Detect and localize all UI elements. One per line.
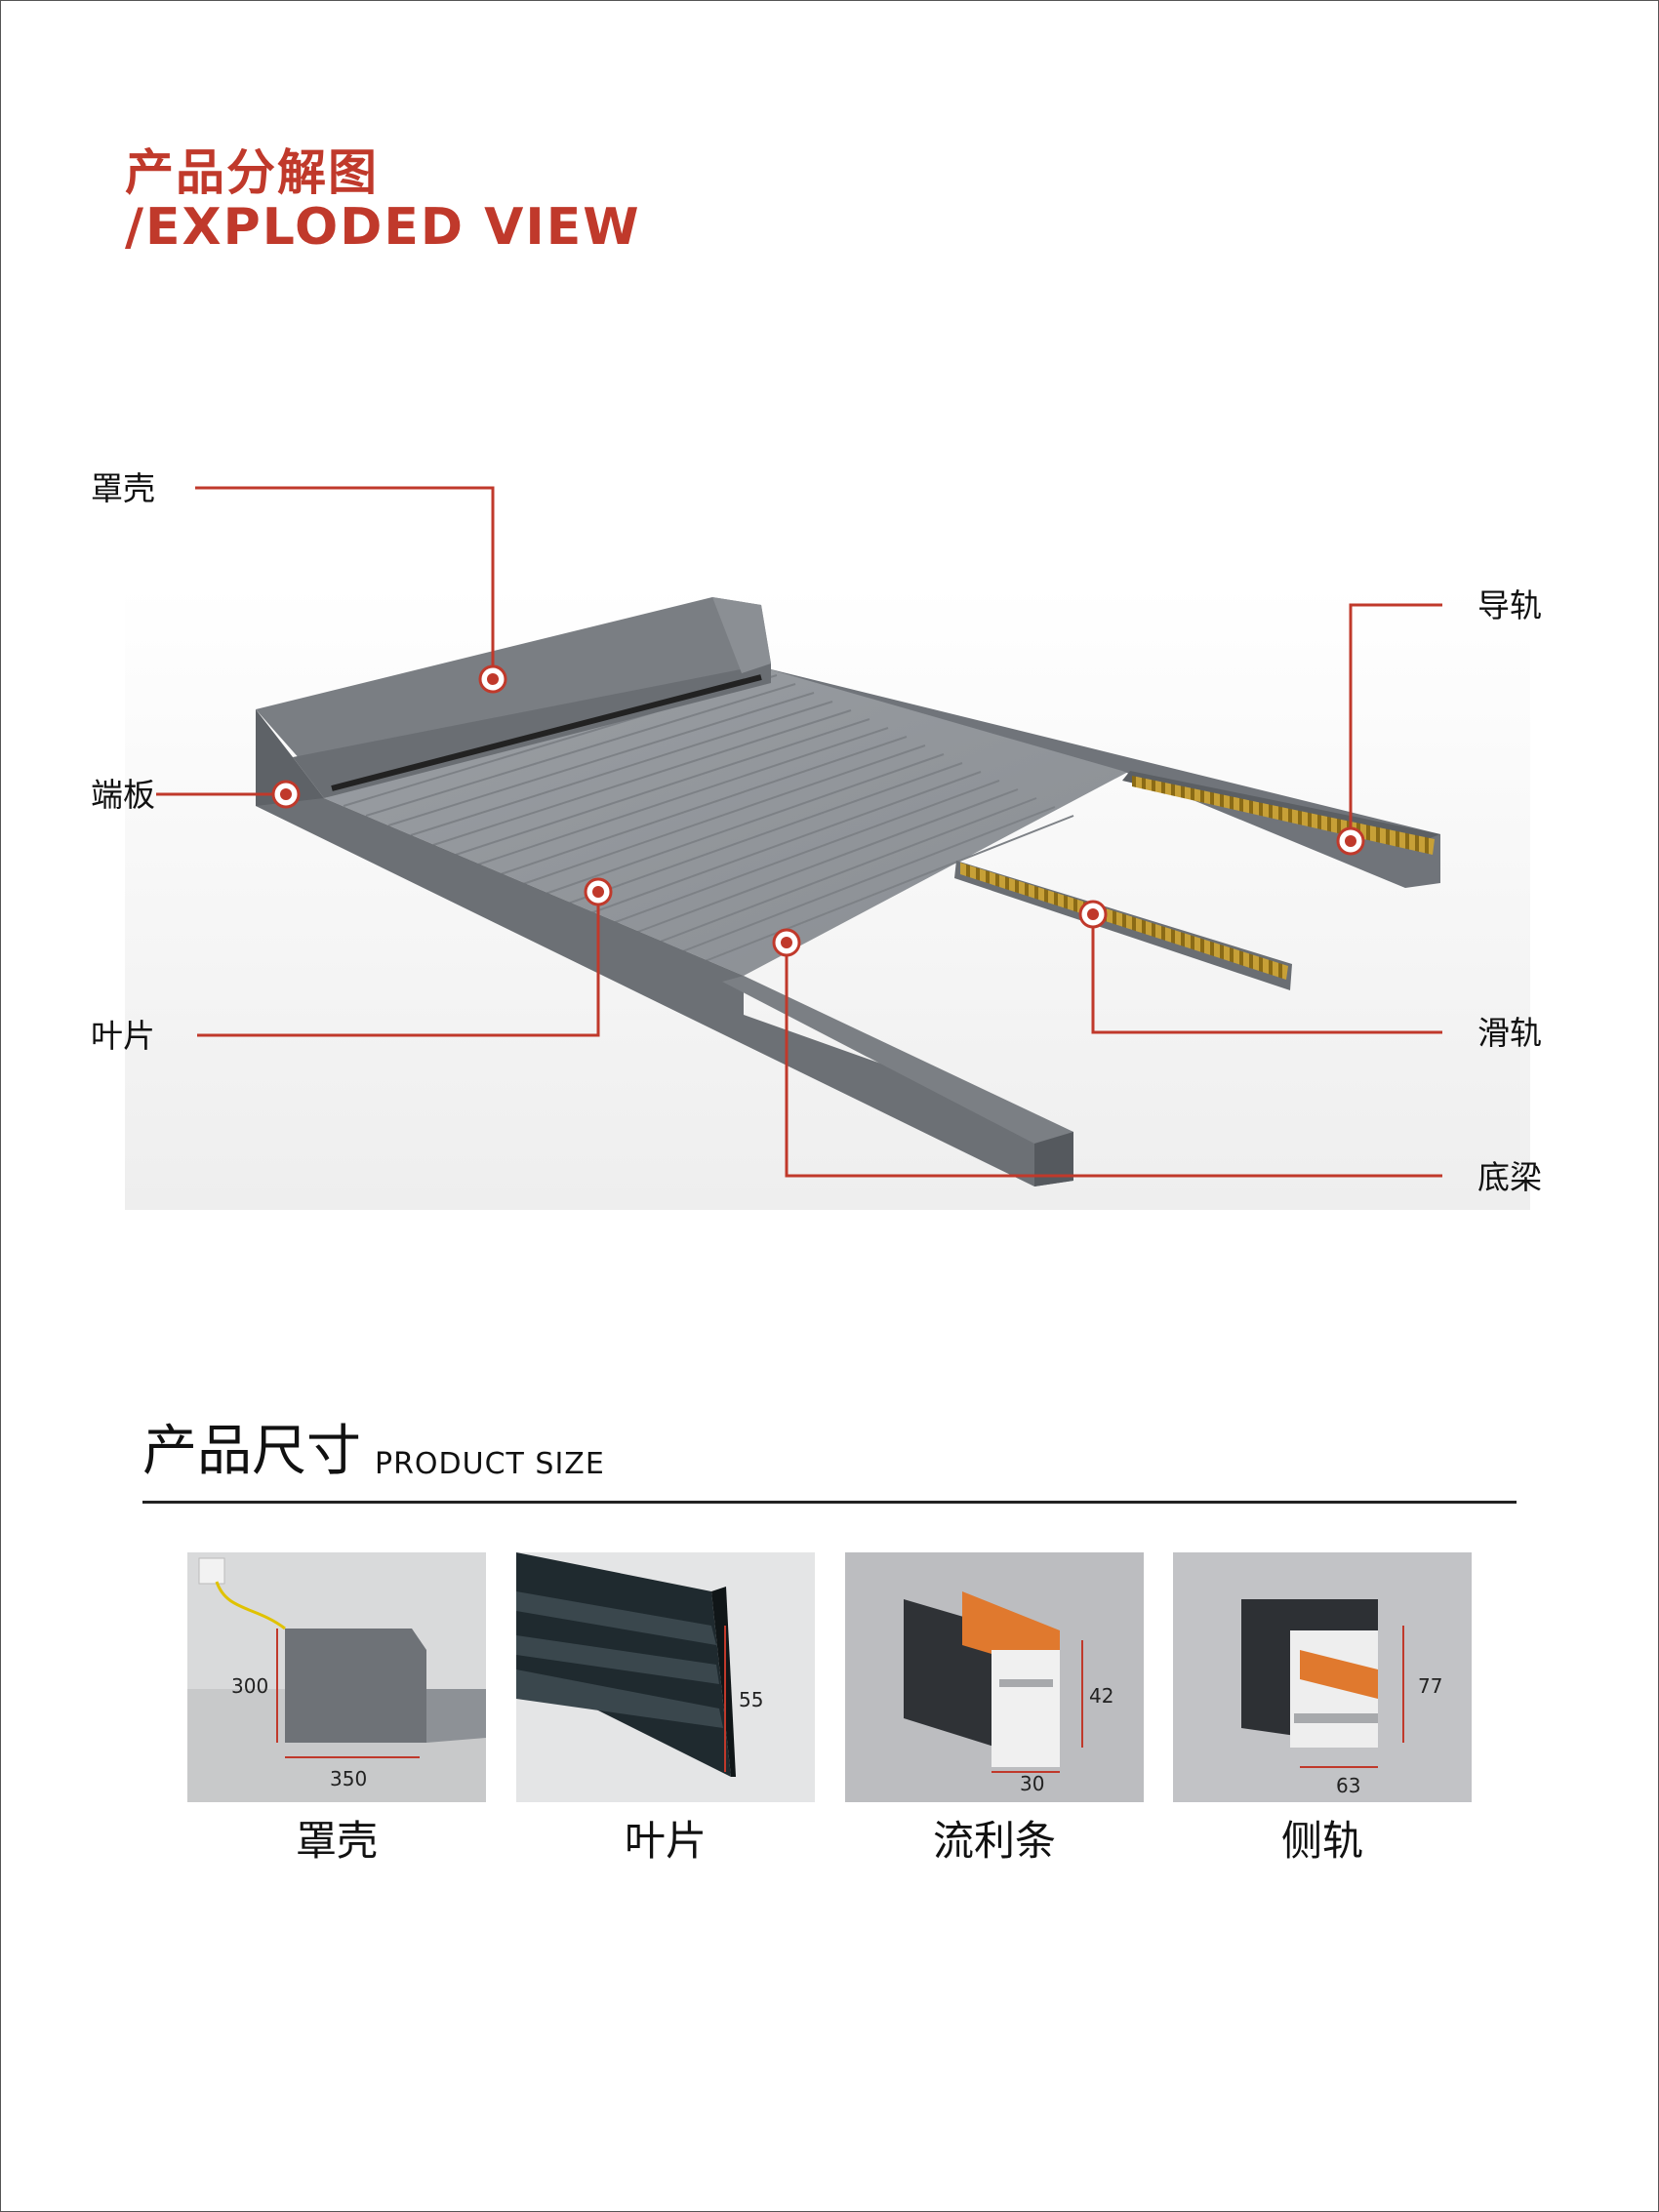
slide-strip-height-dim: 42 [1089, 1684, 1114, 1708]
size-label-side-rail: 侧轨 [1280, 1817, 1363, 1865]
size-card-side-rail: 77 63 [1173, 1552, 1472, 1802]
callout-marker-dots [280, 673, 1356, 948]
exploded-view-diagram [125, 486, 1530, 1210]
slide-strip-product-image [845, 1552, 1144, 1802]
side-frame-left [256, 764, 1073, 1186]
product-size-title-en: PRODUCT SIZE [375, 1447, 605, 1481]
callout-lines [156, 486, 1442, 1178]
callout-guide-rail: 导轨 [1477, 586, 1542, 624]
callout-end-plate: 端板 [91, 776, 155, 814]
slat-lines [343, 674, 1074, 963]
size-card-cover: 300 350 [187, 1552, 486, 1802]
cover-front [256, 709, 324, 806]
callout-slide-rail: 滑轨 [1477, 1014, 1542, 1052]
cover-face [293, 664, 771, 798]
cover-slot [331, 674, 762, 791]
side-rail-height-dim: 77 [1418, 1674, 1443, 1698]
slide-strip-width-dim: 30 [1020, 1772, 1045, 1795]
cover-height-dim: 300 [231, 1674, 269, 1698]
size-label-cover: 罩壳 [295, 1817, 378, 1865]
cover-end [712, 597, 771, 673]
side-rail-width-dim: 63 [1336, 1774, 1361, 1797]
size-card-slide-strip: 42 30 [845, 1552, 1144, 1802]
guide-rail-body [759, 666, 1440, 888]
slat-height-dim: 55 [739, 1688, 764, 1711]
cover-product-image [187, 1552, 486, 1802]
callout-slat: 叶片 [91, 1017, 155, 1055]
size-label-slat: 叶片 [624, 1817, 707, 1865]
exploded-view-title-en: /EXPLODED VIEW [125, 198, 641, 257]
callout-bottom-beam: 底梁 [1477, 1158, 1542, 1196]
size-label-slide-strip: 流利条 [932, 1817, 1056, 1865]
product-size-title-cn: 产品尺寸 [142, 1420, 361, 1483]
slat-product-image [516, 1552, 815, 1802]
size-card-slat: 55 [516, 1552, 815, 1802]
callout-cover: 罩壳 [91, 469, 155, 507]
bottom-beam-top [722, 976, 1073, 1144]
bottom-beam-front [1034, 1132, 1073, 1186]
side-rail-product-image [1173, 1552, 1472, 1802]
cover-top [256, 597, 771, 786]
section-divider [142, 1501, 1517, 1504]
slide-rail-rungs [960, 863, 1288, 980]
cover-width-dim: 350 [330, 1767, 368, 1790]
exploded-view-title-cn: 产品分解图 [125, 144, 379, 201]
